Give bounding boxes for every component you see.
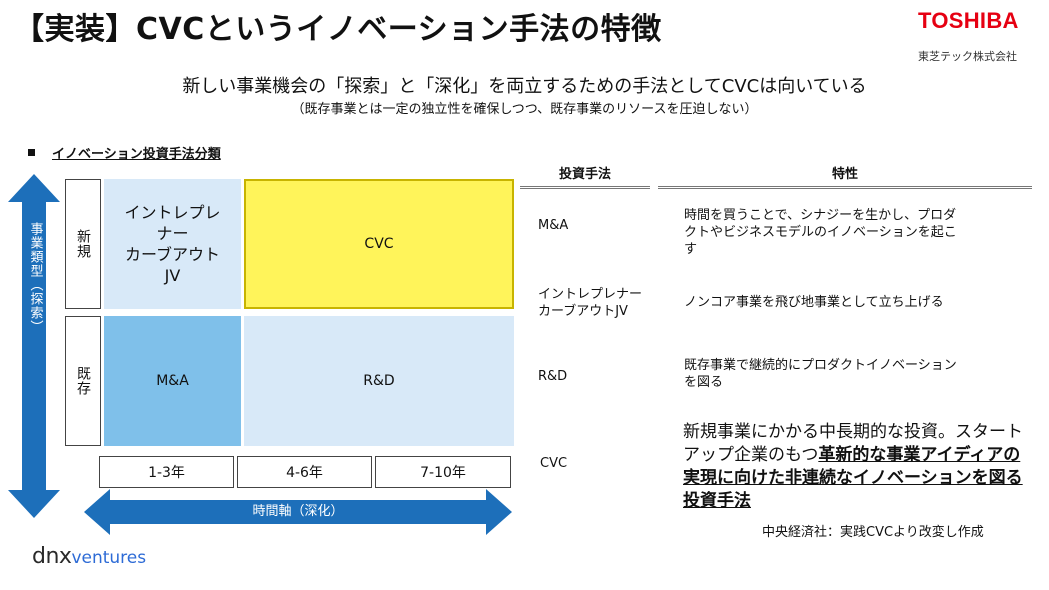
page-title: 【実装】CVCというイノベーション手法の特徴 — [14, 12, 662, 47]
table-row-ma-method: M&A — [538, 218, 569, 233]
col-label-1-3: 1-3年 — [99, 456, 234, 488]
vertical-double-arrow — [8, 174, 60, 518]
source-note: 中央経済社：実践CVCより改変し作成 — [762, 525, 984, 540]
table-header-rule-left — [520, 186, 650, 189]
horizontal-double-arrow — [84, 489, 512, 535]
col-label-4-6: 4-6年 — [237, 456, 372, 488]
x-axis-label: 時間軸（深化） — [252, 504, 344, 519]
row-label-new: 新規 — [65, 179, 101, 309]
bullet-square-icon — [28, 149, 35, 156]
y-axis-label: 事業類型（探索） — [27, 222, 43, 334]
table-row-intrapreneur-desc: ノンコア事業を飛び地事業として立ち上げる — [684, 295, 944, 310]
table-header-rule-right — [658, 186, 1032, 189]
cell-intrapreneur: イントレプレ ナー カーブアウト JV — [104, 179, 241, 309]
cell-ma: M&A — [104, 316, 241, 446]
dnx-ventures-logo: dnxventures — [32, 544, 147, 569]
row-label-existing: 既存 — [65, 316, 101, 446]
toshiba-logo: TOSHIBA — [918, 8, 1019, 33]
cell-rd: R&D — [244, 316, 514, 446]
table-row-intrapreneur-method: イントレプレナー カーブアウトJV — [538, 287, 643, 319]
y-axis-label-wrap: 事業類型（探索） — [22, 222, 48, 472]
table-row-cvc-desc: 新規事業にかかる中長期的な投資。スタートアップ企業のもつ革新的な事業アイディアの… — [683, 422, 1023, 511]
table-header-method: 投資手法 — [558, 167, 611, 182]
table-row-cvc-method: CVC — [540, 456, 568, 471]
table-row-ma-desc: 時間を買うことで、シナジーを生かし、プロダ クトやビジネスモデルのイノベーション… — [684, 208, 957, 257]
slide-subtitle: 新しい事業機会の「探索」と「深化」を両立するための手法としてCVCは向いている — [182, 76, 867, 97]
toshiba-logo-subtitle: 東芝テック株式会社 — [918, 50, 1017, 63]
table-header-feature: 特性 — [831, 167, 858, 182]
table-row-rd-desc: 既存事業で継続的にプロダクトイノベーション を図る — [684, 358, 957, 390]
table-row-rd-method: R&D — [538, 369, 568, 384]
col-label-7-10: 7-10年 — [375, 456, 511, 488]
section-title: イノベーション投資手法分類 — [52, 147, 221, 162]
slide-subnote: （既存事業とは一定の独立性を確保しつつ、既存事業のリソースを圧迫しない） — [291, 102, 758, 117]
cell-cvc: CVC — [244, 179, 514, 309]
